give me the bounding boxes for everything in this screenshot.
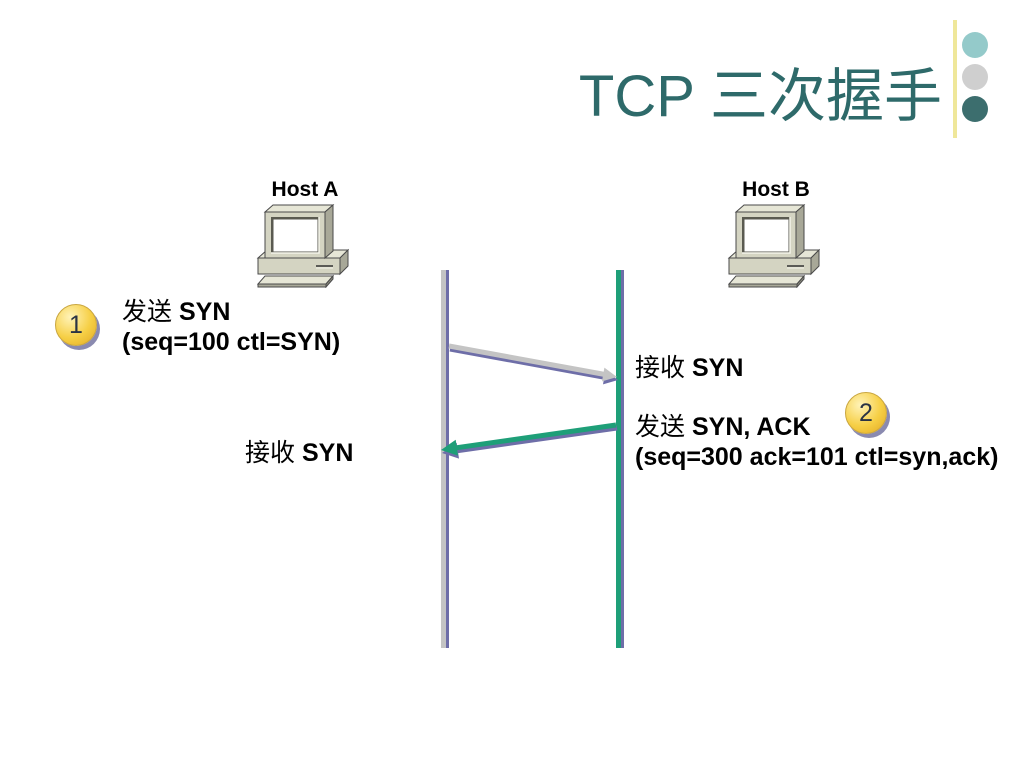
host-b-label: Host B — [742, 178, 810, 201]
syn-arrow — [448, 343, 618, 385]
decor-dot-gray — [962, 64, 988, 90]
step-2-receive-action: 接收 — [245, 439, 296, 467]
decor-dot-dark-teal — [962, 96, 988, 122]
step-1-send-action: 发送 — [122, 298, 173, 326]
decor-dot-teal — [962, 32, 988, 58]
host-b-timeline — [616, 270, 624, 648]
step-2-send-message: SYN, ACK — [691, 413, 811, 441]
step-1-receive-action: 接收 — [635, 354, 686, 382]
syn-ack-arrow — [441, 422, 618, 459]
step-2-receive-message: SYN — [301, 439, 354, 467]
step-2-send-action: 发送 — [635, 413, 686, 441]
step-1-send-text: 发送 SYN (seq=100 ctl=SYN) — [122, 297, 340, 357]
step-1-receive-text: 接收 SYN — [635, 353, 743, 383]
slide-title: TCP 三次握手 — [578, 64, 942, 129]
step-2-receive-text: 接收 SYN — [245, 438, 353, 468]
host-a-label: Host A — [271, 178, 339, 201]
step-1-receive-message: SYN — [691, 354, 744, 382]
step-2-send-text: 发送 SYN, ACK (seq=300 ack=101 ctl=syn,ack… — [635, 412, 998, 472]
corner-decoration — [953, 20, 988, 138]
host-a-timeline — [441, 270, 449, 648]
step-2-send-line: 发送 SYN, ACK — [635, 412, 998, 442]
step-1-send-detail: (seq=100 ctl=SYN) — [122, 328, 341, 356]
step-1-send-message: SYN — [178, 298, 231, 326]
step-2-send-detail: (seq=300 ack=101 ctl=syn,ack) — [635, 443, 999, 471]
step-1-send-line: 发送 SYN — [122, 297, 340, 327]
step-2-badge: 2 — [845, 392, 887, 434]
step-1-badge: 1 — [55, 304, 97, 346]
